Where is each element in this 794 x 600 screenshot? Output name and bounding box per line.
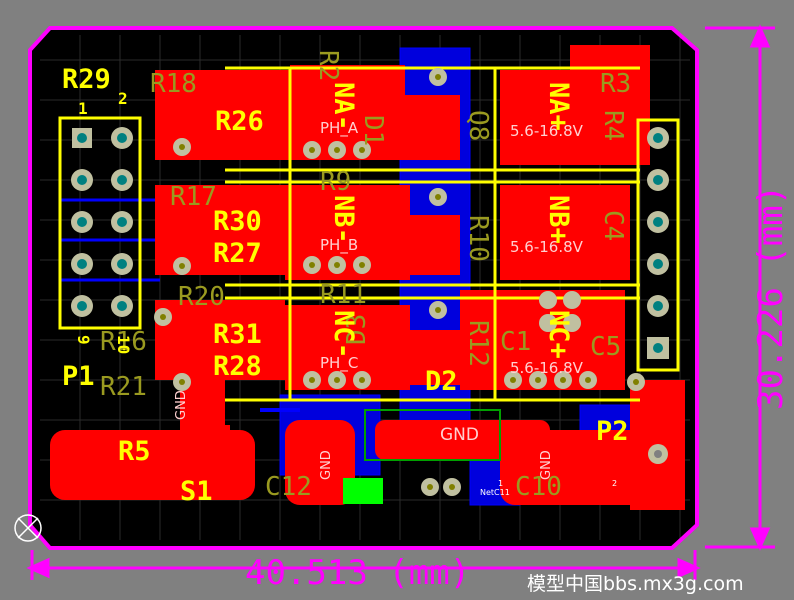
p1-pin9: 9 (74, 335, 93, 345)
p2-outline (636, 118, 680, 372)
p1-label: P1 (62, 361, 95, 392)
gnd-vertical-3: GND (539, 450, 554, 480)
q8-label: Q8 (463, 110, 493, 141)
c4-label: C4 (598, 210, 628, 241)
top-copper (50, 45, 685, 510)
through-hole-pads (154, 68, 645, 496)
nc-minus-label: NC- (328, 310, 359, 359)
c5-label: C5 (590, 332, 621, 362)
r29-label: R29 (62, 64, 111, 95)
c12-label: C12 (265, 472, 312, 502)
gnd-text: GND (440, 425, 479, 445)
watermark: 模型中国bbs.mx3g.com (527, 573, 744, 595)
top-silkscreen-labels: R29 R26 R30 R27 R31 R28 R5 S1 P1 P2 D2 N… (62, 64, 629, 507)
p1-outline (58, 116, 142, 330)
ph-c-text: PH_C (320, 354, 358, 373)
d3-label: D3 (342, 314, 372, 345)
r3-label: R3 (600, 69, 631, 99)
r5-label: R5 (118, 436, 151, 467)
origin-marker-icon (14, 514, 42, 542)
pad-holes (160, 74, 639, 490)
d2-outline (364, 409, 501, 461)
p1-pin1: 1 (78, 99, 88, 118)
gnd-vertical-1: GND (174, 390, 189, 420)
r30-label: R30 (213, 206, 262, 237)
na-plus-label: NA+ (543, 82, 574, 131)
r12-label: R12 (463, 320, 493, 367)
gnd-vertical-2: GND (319, 450, 334, 480)
nb-minus-label: NB- (328, 195, 359, 244)
volt-c-text: 5.6-16.8V (510, 359, 584, 377)
s1-label: S1 (180, 476, 213, 507)
volt-b-text: 5.6-16.8V (510, 238, 584, 256)
width-dimension-label: 40.513 (mm) (245, 553, 470, 593)
d2-label: D2 (425, 366, 458, 397)
p1-pin2: 2 (118, 89, 128, 108)
dimension-lines (26, 24, 775, 580)
na-minus-label: NA- (328, 82, 359, 131)
pad-num-2: 2 (612, 479, 617, 488)
p2-pads (647, 127, 669, 464)
r27-label: R27 (213, 238, 262, 269)
d1-label: D1 (358, 115, 388, 146)
volt-a-text: 5.6-16.8V (510, 122, 584, 140)
c10-label: C10 (515, 472, 562, 502)
selected-gnd-pad[interactable] (343, 478, 383, 504)
board-outline (28, 26, 699, 550)
nb-plus-label: NB+ (543, 195, 574, 244)
r20-label: R20 (178, 282, 225, 312)
p1-pin10: 10 (114, 335, 133, 354)
r11-label: R11 (320, 280, 367, 310)
pad-num-1: 1 (498, 479, 503, 488)
r9-label: R9 (320, 167, 351, 197)
bottom-silkscreen: R18 R17 R20 R16 R21 R2 D1 R9 R11 D3 Q8 R… (100, 50, 631, 502)
copper-text: PH_A PH_B PH_C 5.6-16.8V 5.6-16.8V 5.6-1… (320, 119, 584, 445)
r31-label: R31 (213, 319, 262, 350)
p2-label: P2 (596, 416, 629, 447)
height-dimension-label: 30.226 (mm) (751, 185, 791, 410)
ph-b-text: PH_B (320, 236, 358, 255)
r17-label: R17 (170, 182, 217, 212)
r10-label: R10 (463, 215, 493, 262)
c1-label: C1 (500, 327, 531, 357)
nc-plus-label: NC+ (543, 310, 574, 359)
r26-label: R26 (215, 106, 264, 137)
r21-label: R21 (100, 372, 147, 402)
r28-label: R28 (213, 351, 262, 382)
ph-a-text: PH_A (320, 119, 359, 138)
netc11-text: NetC11 (480, 488, 510, 497)
r2-label: R2 (313, 50, 343, 81)
r4-label: R4 (598, 110, 628, 141)
r18-label: R18 (150, 69, 197, 99)
p1-pads (71, 127, 133, 317)
r16-label: R16 (100, 327, 147, 357)
